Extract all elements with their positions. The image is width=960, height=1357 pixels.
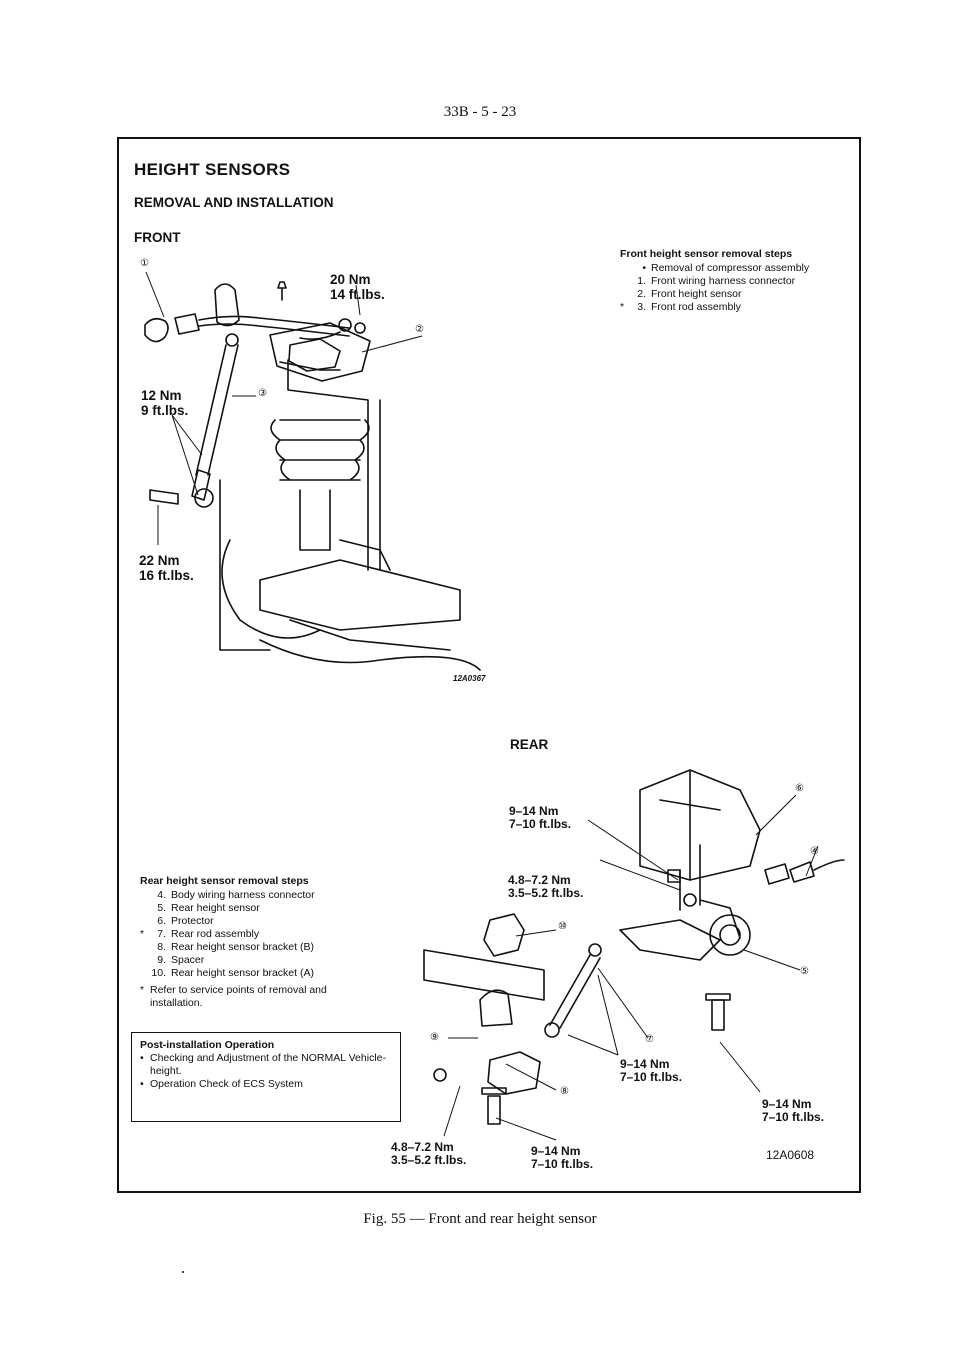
callout-8: ⑧: [560, 1086, 569, 1097]
page-number: 33B - 5 - 23: [443, 104, 517, 120]
post-installation-box: Post-installation Operation •Checking an…: [131, 1032, 401, 1122]
post-installation-title: Post-installation Operation: [140, 1039, 275, 1051]
list-item: •Checking and Adjustment of the NORMAL V…: [140, 1052, 386, 1077]
callout-2: ②: [415, 324, 424, 335]
callout-4: ④: [810, 846, 819, 857]
callout-3: ③: [258, 388, 267, 399]
list-item: •Removal of compressor assembly: [642, 262, 810, 274]
list-item: 10.Rear height sensor bracket (A): [151, 967, 314, 979]
list-item: 1.Front wiring harness connector: [637, 275, 796, 287]
section-title: HEIGHT SENSORS: [134, 160, 291, 179]
rear-heading: REAR: [510, 737, 549, 752]
callout-6: ⑥: [795, 783, 804, 794]
front-heading: FRONT: [134, 230, 181, 245]
list-item: 8.Rear height sensor bracket (B): [157, 941, 314, 953]
list-item: *7.Rear rod assembly: [140, 928, 260, 940]
callout-9: ⑨: [430, 1032, 439, 1043]
rear-rod-bracket-drawing: [423, 869, 697, 1125]
footnote: * Refer to service points of removal and…: [140, 984, 327, 1009]
stray-mark: [182, 1271, 184, 1273]
section-subtitle: REMOVAL AND INSTALLATION: [134, 195, 334, 210]
front-harness-connector-drawing: [144, 283, 350, 343]
list-item: •Operation Check of ECS System: [140, 1078, 303, 1090]
figure-caption: Fig. 55 — Front and rear height sensor: [363, 1211, 597, 1227]
list-item: 6.Protector: [157, 915, 214, 927]
front-steps-title: Front height sensor removal steps: [620, 248, 793, 260]
rear-steps-title: Rear height sensor removal steps: [140, 875, 309, 887]
list-item: 4.Body wiring harness connector: [157, 889, 315, 901]
callout-7: ⑦: [645, 1034, 654, 1045]
callout-1: ①: [140, 258, 149, 269]
front-figure-code: 12A0367: [453, 674, 486, 683]
list-item: 2.Front height sensor: [637, 288, 742, 300]
list-item: *3.Front rod assembly: [620, 301, 741, 313]
rear-removal-steps: Rear height sensor removal steps 4.Body …: [140, 875, 370, 1010]
front-removal-steps: Front height sensor removal steps •Remov…: [620, 248, 860, 314]
callout-10: ⑩: [558, 921, 567, 932]
rear-figure-code: 12A0608: [766, 1148, 815, 1162]
front-strut-drawing: [219, 359, 481, 671]
figure-frame: [117, 137, 861, 1193]
callout-5: ⑤: [800, 966, 809, 977]
leader-lines: [145, 271, 819, 1141]
list-item: 5.Rear height sensor: [157, 902, 260, 914]
front-height-sensor-drawing: [269, 281, 371, 382]
front-rod-assembly-drawing: [149, 333, 239, 508]
rear-protector-drawing: [639, 769, 761, 881]
rear-height-sensor-drawing: [619, 844, 845, 1031]
list-item: 9.Spacer: [157, 954, 205, 966]
